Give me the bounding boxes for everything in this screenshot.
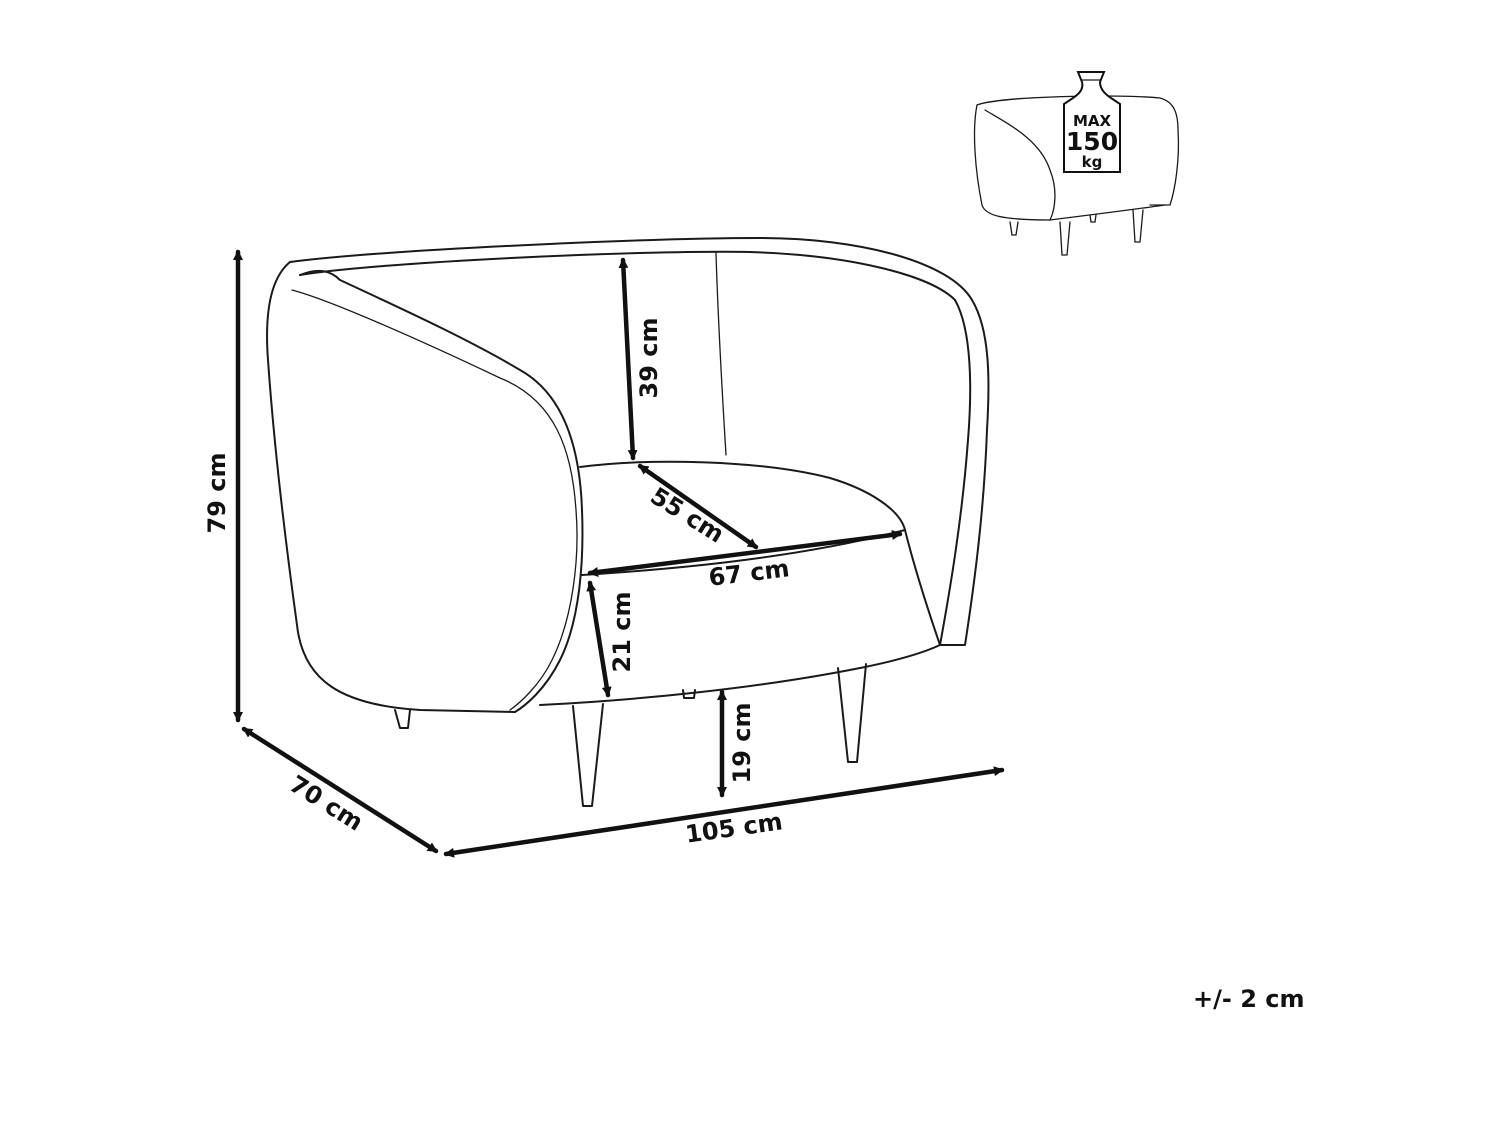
tolerance-note: +/- 2 cm bbox=[1193, 985, 1305, 1013]
weight-capacity-thumbnail: MAX 150 kg bbox=[973, 71, 1180, 256]
seat-thickness-arrow bbox=[586, 580, 612, 698]
max-load-value: 150 bbox=[1066, 127, 1118, 156]
back-height-arrow bbox=[618, 257, 638, 461]
seat-depth-label: 55 cm bbox=[645, 482, 729, 549]
seat-thickness-label: 21 cm bbox=[608, 592, 636, 673]
seat-width-arrow bbox=[587, 530, 903, 577]
max-load-label: MAX bbox=[1073, 112, 1112, 130]
seat-width-label: 67 cm bbox=[707, 554, 791, 592]
dimension-lines bbox=[233, 249, 1005, 858]
back-height-label: 39 cm bbox=[635, 318, 663, 399]
width-arrow bbox=[443, 766, 1005, 858]
height-label: 79 cm bbox=[203, 453, 231, 534]
leg-height-label: 19 cm bbox=[728, 703, 756, 784]
depth-arrow bbox=[241, 726, 439, 854]
max-load-unit: kg bbox=[1082, 153, 1103, 171]
